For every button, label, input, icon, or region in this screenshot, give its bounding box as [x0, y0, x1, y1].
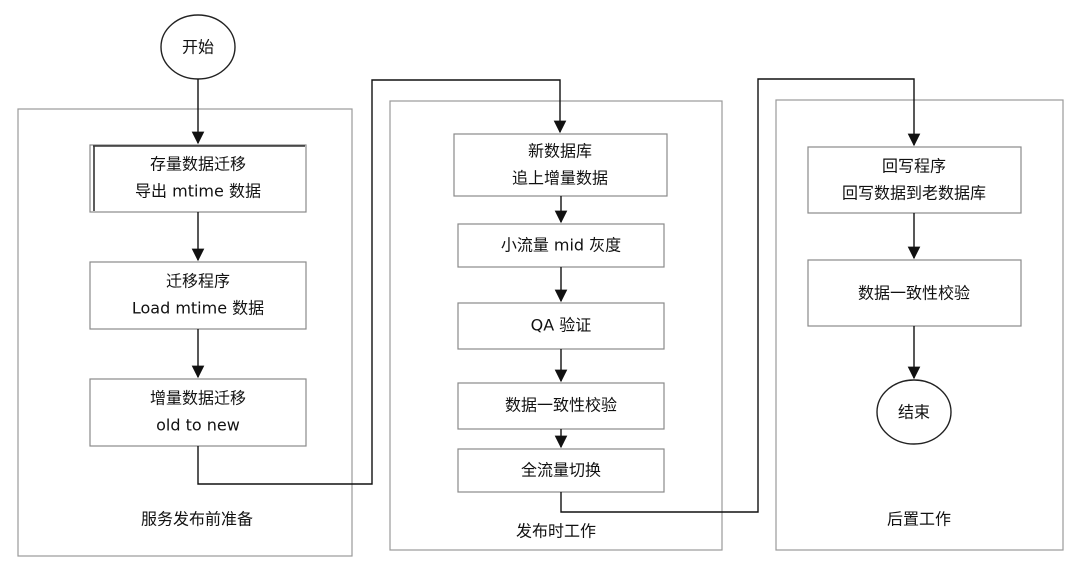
step-post-writeback-line2: 回写数据到老数据库 — [842, 184, 986, 203]
step-prep-incremental: 增量数据迁移 old to new — [89, 378, 307, 447]
connectors — [191, 78, 921, 513]
step-prep-export-line1: 存量数据迁移 — [150, 155, 246, 174]
step-release-check-label: 数据一致性校验 — [505, 396, 617, 415]
step-post-check: 数据一致性校验 — [807, 259, 1022, 327]
panel-release-title: 发布时工作 — [516, 522, 596, 541]
step-prep-incremental-line2: old to new — [156, 416, 240, 435]
step-post-writeback: 回写程序 回写数据到老数据库 — [807, 146, 1022, 214]
end-node: 结束 — [876, 379, 952, 445]
step-prep-export-line2: 导出 mtime 数据 — [135, 182, 261, 201]
step-release-gray: 小流量 mid 灰度 — [457, 223, 665, 268]
step-release-qa-label: QA 验证 — [531, 316, 592, 335]
step-release-gray-label: 小流量 mid 灰度 — [501, 236, 621, 255]
step-release-switch-label: 全流量切换 — [521, 461, 601, 480]
step-release-newdb-line2: 追上增量数据 — [512, 169, 608, 188]
step-release-switch: 全流量切换 — [457, 448, 665, 493]
end-label: 结束 — [898, 403, 930, 422]
start-label: 开始 — [182, 38, 214, 57]
step-prep-incremental-line1: 增量数据迁移 — [150, 389, 246, 408]
step-prep-load: 迁移程序 Load mtime 数据 — [89, 261, 307, 330]
step-prep-load-line2: Load mtime 数据 — [132, 299, 264, 318]
step-release-newdb: 新数据库 追上增量数据 — [453, 133, 668, 197]
arrow-release-to-post — [560, 78, 921, 513]
step-release-check: 数据一致性校验 — [457, 382, 665, 430]
step-post-check-label: 数据一致性校验 — [858, 284, 970, 303]
step-prep-load-line1: 迁移程序 — [166, 272, 230, 291]
step-post-writeback-line1: 回写程序 — [882, 157, 946, 176]
step-prep-export: 存量数据迁移 导出 mtime 数据 — [89, 144, 307, 213]
panel-post-title: 后置工作 — [887, 510, 951, 529]
panel-prep-title: 服务发布前准备 — [141, 510, 253, 529]
start-node: 开始 — [160, 14, 236, 80]
step-release-newdb-line1: 新数据库 — [528, 142, 592, 161]
step-release-qa: QA 验证 — [457, 302, 665, 350]
arrow-prep-to-release — [197, 79, 567, 485]
